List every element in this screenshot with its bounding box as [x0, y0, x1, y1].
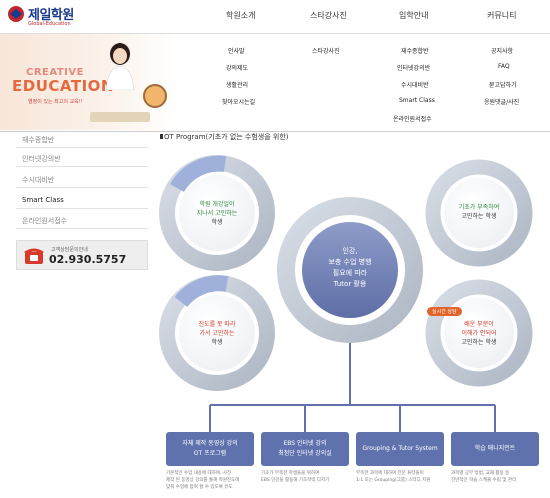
- desc-line: 맞춰 수업에 참여 할 수 있도록 유도: [166, 485, 233, 490]
- desc-line: 전반적인 학습 스케줄 수립 및 관리: [451, 478, 517, 483]
- phone-icon: [24, 248, 44, 264]
- center-line-2: 보충 수업 병행: [328, 258, 372, 266]
- top-left-label: 학원 개강일이 지나서 고민하는 학생: [180, 200, 254, 227]
- logo-subtext: Global-Education: [28, 21, 71, 27]
- menu-cheer-photos[interactable]: 응원댓글/사진: [484, 99, 520, 106]
- menu-star-teachers[interactable]: 스타강사진: [312, 48, 340, 55]
- connector-lines: [209, 340, 496, 432]
- menu-rolling-admission[interactable]: 수시대비반: [401, 82, 429, 89]
- bottom-left-line-3: 학생: [211, 339, 223, 346]
- mega-menu: CREATIVE EDUCATION 열정이 있는 최고의 교육!! 인사말 강…: [0, 34, 550, 132]
- gnb-item-about[interactable]: 학원소개: [226, 11, 256, 20]
- bottom-right-label: 배운 부분이 이해가 안되어 고민하는 학생: [442, 320, 516, 347]
- logo-text: 제일학원: [28, 8, 74, 23]
- sidebar-item-online-application[interactable]: 온라인원서접수: [22, 217, 68, 225]
- bottom-left-line-1: 진도를 못 따라: [198, 321, 236, 328]
- bottom-left-label: 진도를 못 따라 가서 고민하는 학생: [180, 320, 254, 347]
- menu-smart-class[interactable]: Smart Class: [399, 97, 435, 104]
- program-box-management[interactable]: 학습 매니지먼트: [451, 432, 539, 466]
- divider: [16, 208, 148, 209]
- divider: [16, 228, 148, 229]
- book-icon: [90, 112, 150, 122]
- program-tutor-title: Grouping & Tutor System: [362, 445, 438, 452]
- call-number: 02.930.5757: [49, 253, 127, 266]
- desc-line: 기초가 부족한 학생들을 위하여: [261, 471, 320, 476]
- divider: [16, 166, 148, 167]
- hero-line-1: CREATIVE: [26, 67, 84, 78]
- bottom-right-line-1: 배운 부분이: [464, 321, 494, 328]
- center-line-3: 필요에 따라: [332, 269, 368, 277]
- cycle-top-right: [425, 159, 533, 267]
- menu-internet-lecture[interactable]: 인터넷강의반: [397, 65, 431, 72]
- gnb-item-community[interactable]: 커뮤니티: [487, 11, 517, 20]
- hero-line-2: EDUCATION: [12, 77, 114, 95]
- cycle-center: [277, 197, 423, 343]
- center-label: 인강, 보충 수업 병행 필요에 따라 Tutor 활용: [315, 246, 385, 290]
- center-line-4: Tutor 활용: [333, 280, 367, 288]
- menu-lecture-system[interactable]: 강의제도: [226, 65, 249, 72]
- call-box: 고객상담문의안내 02.930.5757: [16, 240, 148, 270]
- bottom-right-line-2: 이해가 안되어: [461, 330, 497, 337]
- sidebar-item-internet[interactable]: 인터넷강의반: [22, 155, 61, 163]
- divider: [16, 147, 148, 148]
- program-diagram: 인강, 보충 수업 병행 필요에 따라 Tutor 활용 학원 개강일이 지나서…: [155, 150, 550, 498]
- gnb-item-teachers[interactable]: 스타강사진: [310, 11, 347, 20]
- desc-line: 과목별 공부 방법, 교재 활용 등: [451, 471, 510, 476]
- top-bar: 제일학원 Global-Education 학원소개 스타강사진 입학안내 커뮤…: [0, 0, 550, 34]
- hero-line-3: 열정이 있는 최고의 교육!!: [28, 99, 83, 105]
- program-ebs-subtitle: 최첨단 인터넷 강의실: [278, 450, 332, 457]
- program-box-tutor[interactable]: Grouping & Tutor System: [356, 432, 444, 466]
- top-left-line-2: 지나서 고민하는: [196, 210, 238, 217]
- top-right-label: 기초가 부족하여 고민하는 학생: [442, 203, 516, 221]
- student-illustration-icon: [105, 43, 135, 90]
- cycle-bottom-left: [159, 275, 275, 391]
- globe-icon: [143, 84, 167, 108]
- menu-greeting[interactable]: 인사말: [228, 48, 245, 55]
- sidebar-item-smart-class[interactable]: Smart Class: [22, 196, 64, 204]
- logo-emblem-icon: [8, 6, 24, 22]
- top-right-line-2: 고민하는 학생: [461, 213, 497, 220]
- sidebar-item-rolling[interactable]: 수시대비반: [22, 176, 55, 184]
- divider: [16, 187, 148, 188]
- menu-qna[interactable]: 묻고답하기: [489, 82, 517, 89]
- desc-line: 1:1 또는 Grouping(그룹) 스터디 지원: [356, 478, 431, 483]
- desc-line: 기본적인 수업 내용에 대하여, 사전: [166, 471, 232, 476]
- menu-notice[interactable]: 공지사항: [491, 48, 514, 55]
- section-title: OT Program(기초가 없는 수험생을 위한): [164, 133, 289, 141]
- program-ot-title: 자체 제작 동영상 강의: [182, 440, 238, 447]
- hero-banner: CREATIVE EDUCATION 열정이 있는 최고의 교육!!: [0, 34, 175, 130]
- cycle-top-left: [159, 155, 275, 271]
- program-ot-description: 기본적인 수업 내용에 대하여, 사전 제작 된 동영상 강의를 통해 학원진도…: [166, 470, 256, 491]
- bottom-right-line-3: 고민하는 학생: [461, 339, 497, 346]
- program-ot-subtitle: OT 프로그램: [193, 450, 227, 457]
- menu-faq[interactable]: FAQ: [498, 63, 510, 70]
- program-ebs-description: 기초가 부족한 학생들을 위하여 EBS 인강을 활용해 기초학력 다지기: [261, 470, 351, 484]
- menu-online-application[interactable]: 온라인원서접수: [393, 116, 432, 123]
- section-bullet-icon: [160, 134, 163, 139]
- bottom-left-line-2: 가서 고민하는: [199, 330, 235, 337]
- diagram-graphics: [159, 155, 533, 432]
- desc-line: EBS 인강을 활용해 기초학력 다지기: [261, 478, 330, 483]
- program-box-ot[interactable]: 자체 제작 동영상 강의 OT 프로그램: [166, 432, 254, 466]
- center-line-1: 인강,: [342, 247, 358, 255]
- program-management-title: 학습 매니지먼트: [474, 445, 516, 452]
- menu-directions[interactable]: 찾아오시는길: [222, 99, 256, 106]
- menu-life-management[interactable]: 생활관리: [226, 82, 249, 89]
- top-left-line-1: 학원 개강일이: [199, 201, 235, 208]
- top-right-line-1: 기초가 부족하여: [458, 204, 500, 211]
- logo[interactable]: 제일학원 Global-Education: [6, 3, 86, 31]
- program-management-description: 과목별 공부 방법, 교재 활용 등 전반적인 학습 스케줄 수립 및 관리: [451, 470, 541, 484]
- top-left-line-3: 학생: [211, 219, 223, 226]
- sidebar-item-comprehensive[interactable]: 재수종합반: [22, 136, 55, 144]
- desc-line: 부족한 과목에 대하여 전문 튜터들이: [356, 471, 424, 476]
- program-tutor-description: 부족한 과목에 대하여 전문 튜터들이 1:1 또는 Grouping(그룹) …: [356, 470, 446, 484]
- call-label: 고객상담문의안내: [51, 247, 88, 253]
- cycle-bottom-right: [425, 279, 533, 387]
- desc-line: 제작 된 동영상 강의를 통해 학원진도에: [166, 478, 240, 483]
- program-box-ebs[interactable]: EBS 인터넷 강의 최첨단 인터넷 강의실: [261, 432, 349, 466]
- realtime-consult-badge: 실시간 상담: [427, 307, 462, 316]
- gnb-item-admission[interactable]: 입학안내: [399, 11, 429, 20]
- program-ebs-title: EBS 인터넷 강의: [283, 440, 327, 447]
- menu-comprehensive[interactable]: 재수종합반: [401, 48, 429, 55]
